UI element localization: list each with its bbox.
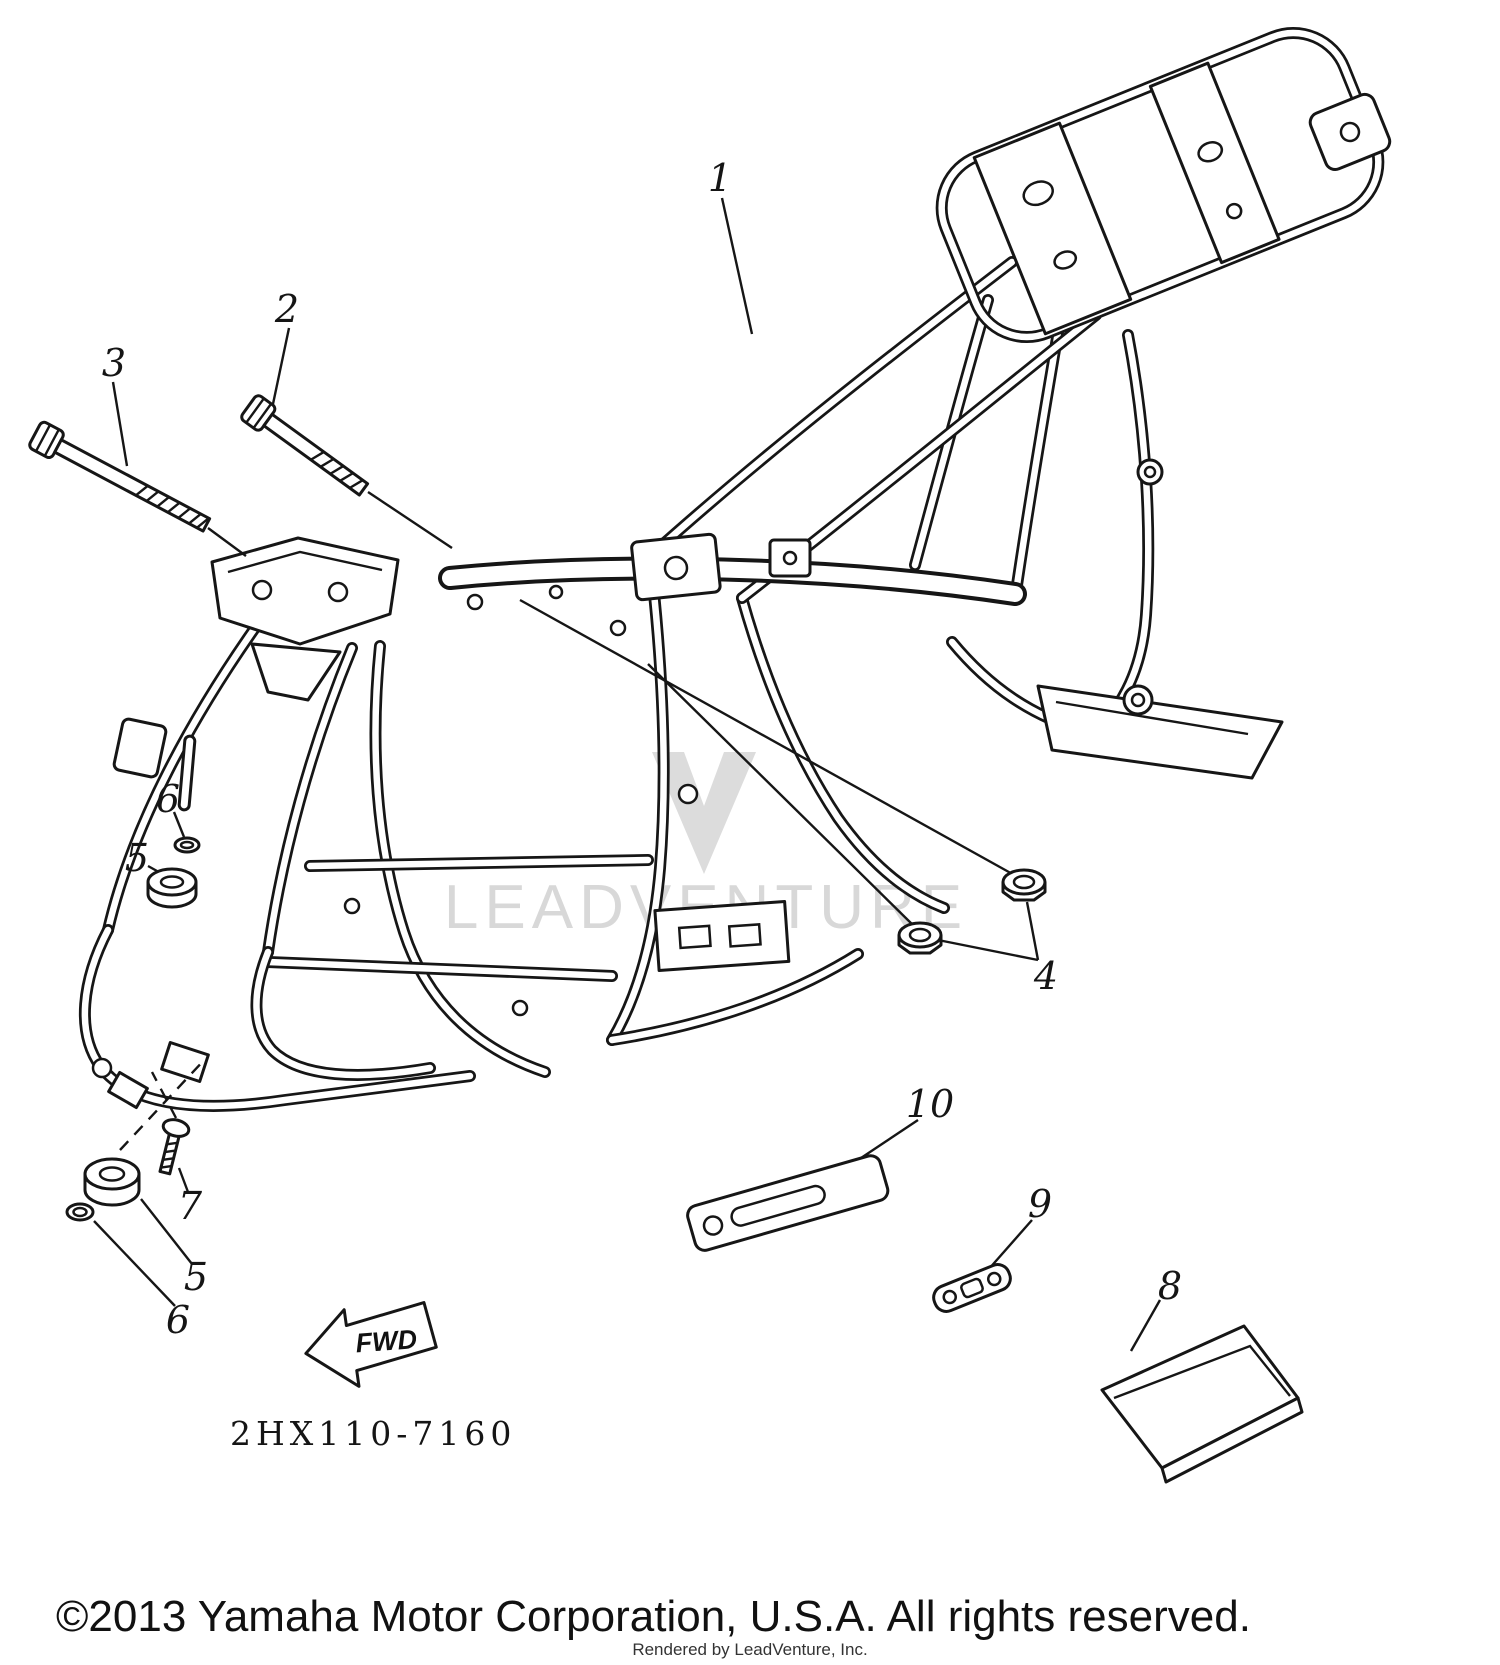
frame-tubes xyxy=(78,256,1155,1112)
callout-10: 10 xyxy=(905,1082,955,1126)
leader-lines xyxy=(93,197,1162,1352)
backbone-bracket-b xyxy=(768,538,812,578)
callout-5a: 5 xyxy=(124,836,150,880)
frame-holes xyxy=(343,458,1164,1017)
copyright-text: ©2013 Yamaha Motor Corporation, U.S.A. A… xyxy=(56,1592,1251,1641)
drain-rod xyxy=(177,734,197,812)
rendered-by-text: Rendered by LeadVenture, Inc. xyxy=(632,1640,868,1659)
bracket-10-part xyxy=(686,1154,890,1252)
callout-5b: 5 xyxy=(183,1255,209,1299)
oring-6b-part xyxy=(65,1202,95,1222)
plug-5a-part xyxy=(146,867,198,909)
frame-lower-left-fittings xyxy=(91,1041,210,1110)
drawing-part-code: 2HX110-7160 xyxy=(230,1414,517,1453)
bolt-2-part xyxy=(240,394,370,497)
bracket-9-part xyxy=(932,1263,1012,1313)
fwd-label: FWD xyxy=(355,1324,418,1358)
nut-4b-part xyxy=(1001,868,1047,902)
callout-3: 3 xyxy=(101,341,127,385)
callout-7: 7 xyxy=(177,1184,203,1228)
callout-1: 1 xyxy=(707,156,733,200)
bolt-7-part xyxy=(158,1118,191,1176)
steering-bracket xyxy=(210,536,400,702)
bolt-3-part xyxy=(28,420,212,533)
callout-6a: 6 xyxy=(155,777,181,821)
mid-crossmember-plate xyxy=(653,900,791,972)
callout-4: 4 xyxy=(1033,954,1059,998)
plug-5b-part xyxy=(83,1157,141,1207)
rear-carrier-rack xyxy=(935,26,1392,344)
tool-pouch-8-part xyxy=(1100,1324,1304,1484)
fwd-arrow: FWD xyxy=(304,1301,438,1388)
backbone-bracket-a xyxy=(630,532,722,602)
callout-9: 9 xyxy=(1027,1182,1053,1226)
watermark-logo xyxy=(652,752,756,874)
callout-2: 2 xyxy=(274,287,300,331)
oring-6a-part xyxy=(173,836,201,854)
callout-6b: 6 xyxy=(165,1298,191,1342)
callout-8: 8 xyxy=(1157,1264,1183,1308)
footboard-right xyxy=(1036,684,1284,780)
left-bracket xyxy=(112,717,168,779)
nut-4a-part xyxy=(897,921,943,955)
